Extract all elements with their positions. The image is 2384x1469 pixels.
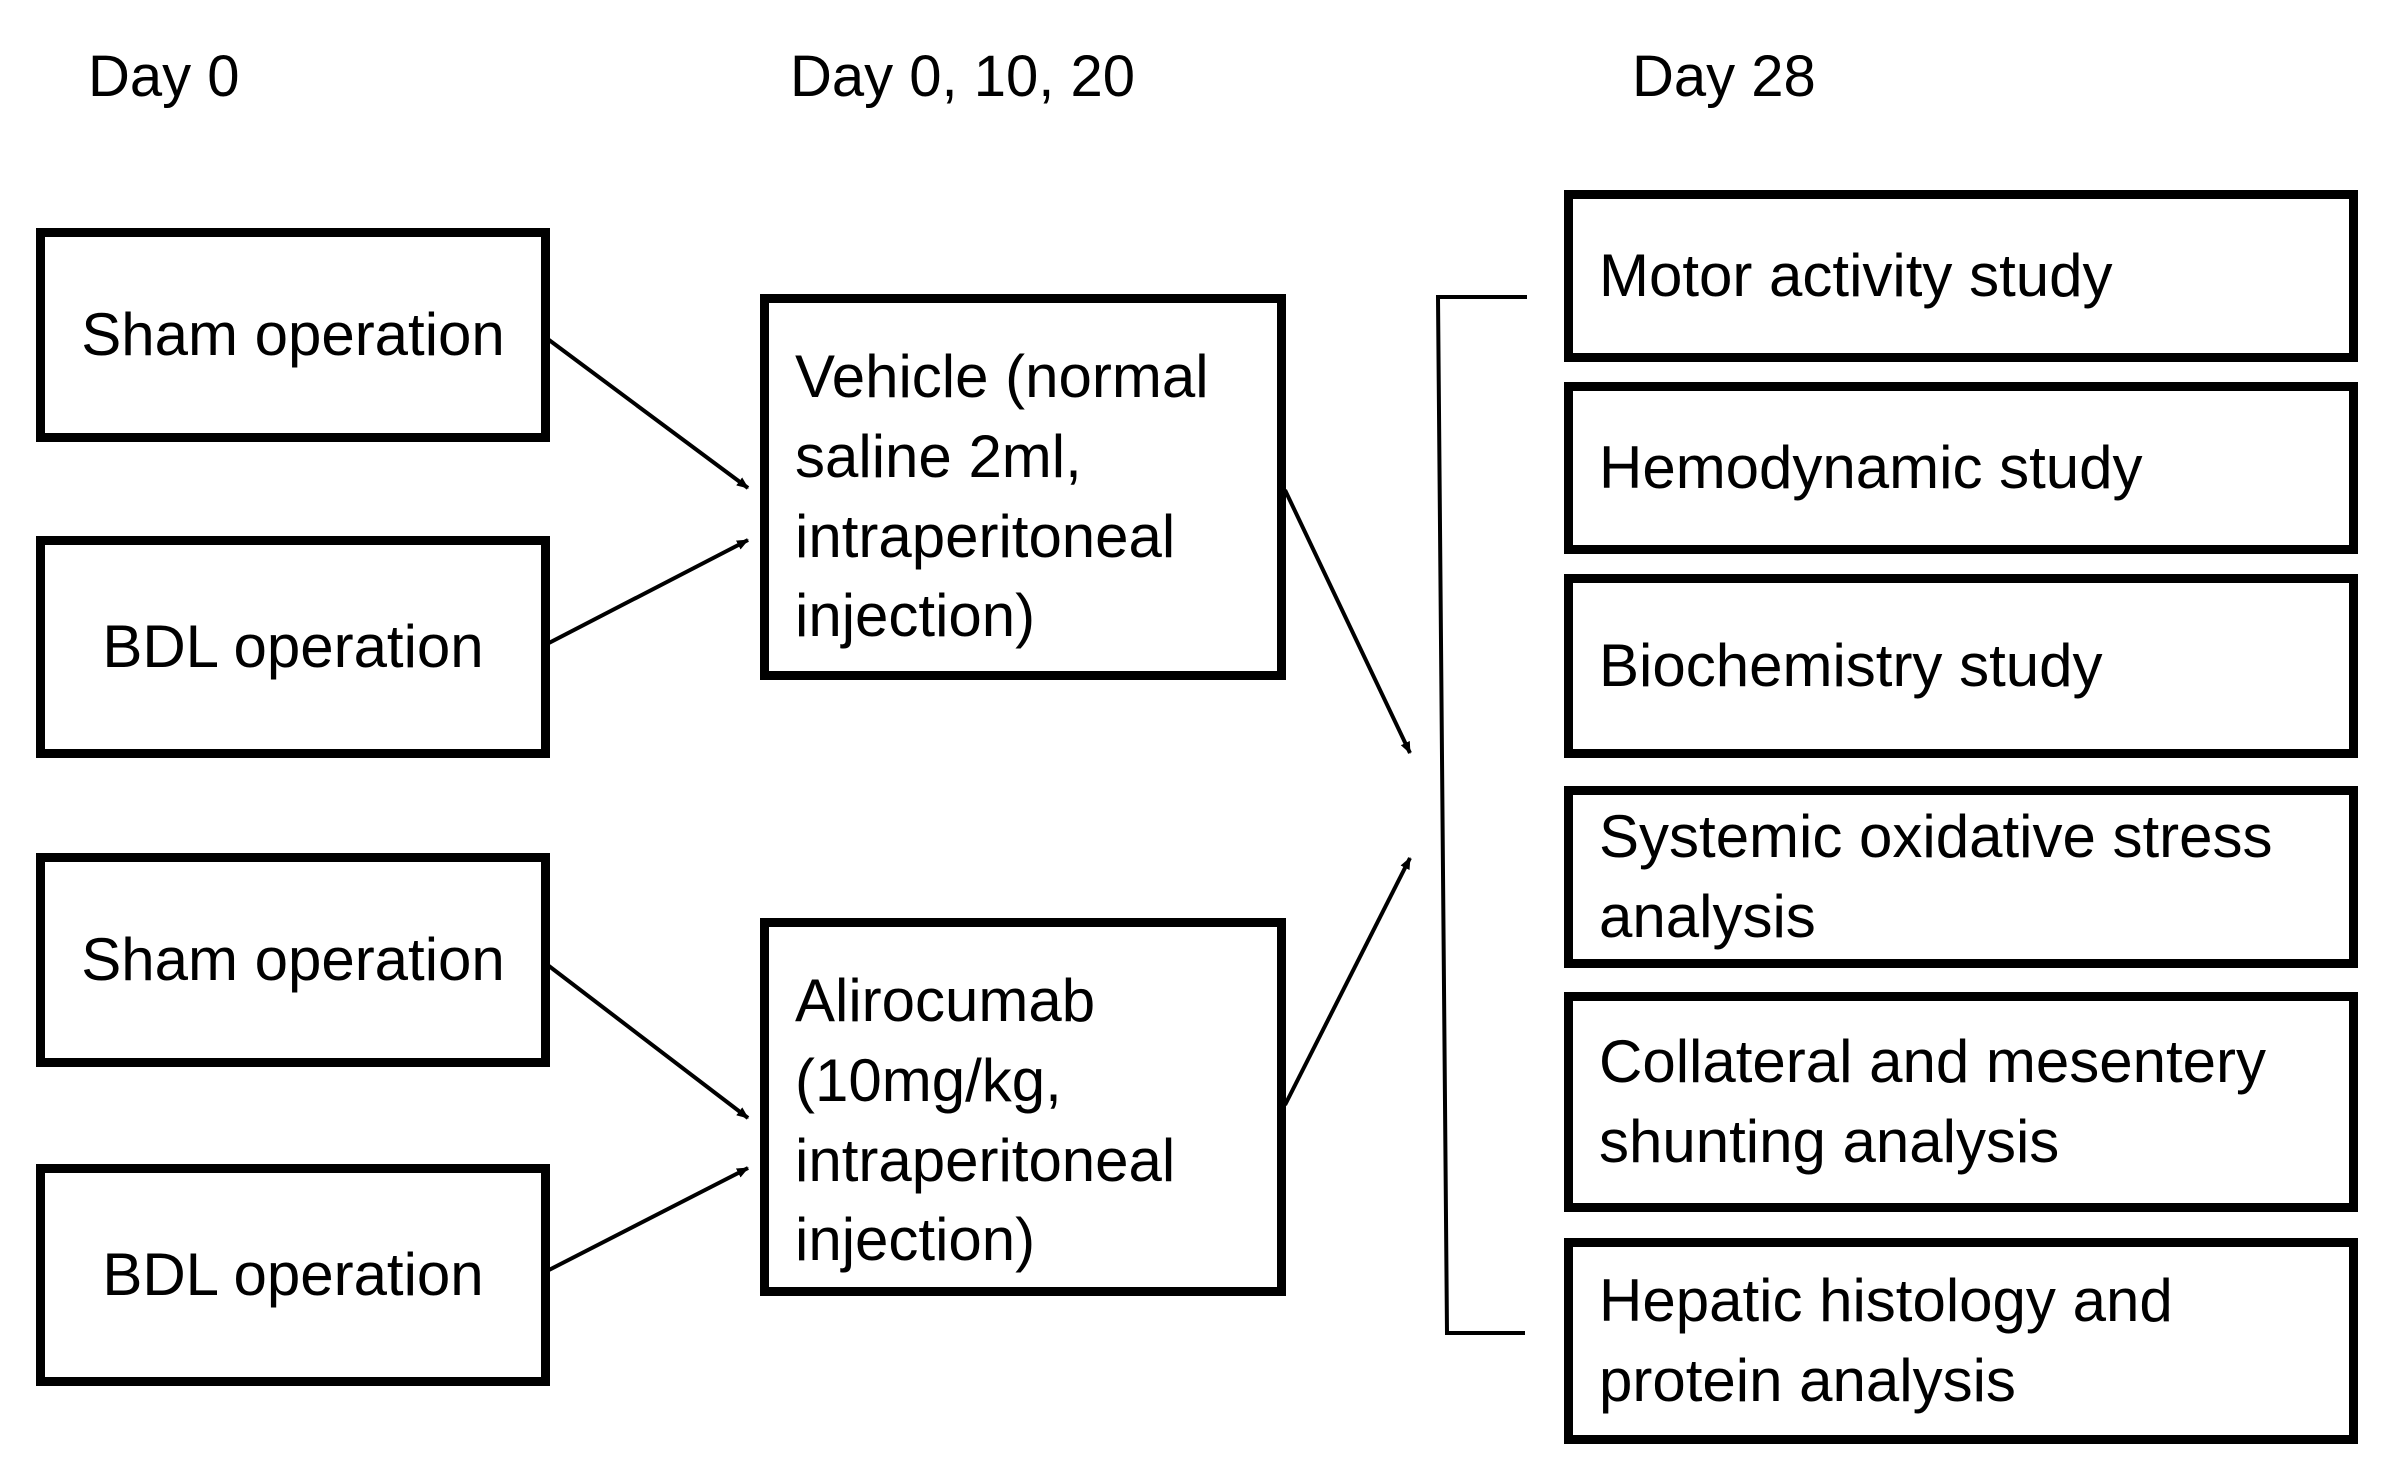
arrow-bdl1-to-vehicle [544, 538, 749, 647]
motor-activity-box: Motor activity study [1564, 190, 2358, 362]
sham-operation-label-2: Sham operation [81, 926, 505, 994]
oxidative-stress-label: Systemic oxidative stress analysis [1599, 803, 2273, 950]
bdl-operation-label-2: BDL operation [102, 1241, 484, 1309]
vehicle-treatment-label: Vehicle (normal saline 2ml, intraperiton… [795, 343, 1209, 650]
alirocumab-treatment-box: Alirocumab (10mg/kg, intraperitoneal inj… [760, 918, 1286, 1296]
collateral-shunting-box: Collateral and mesentery shunting analys… [1564, 992, 2358, 1212]
hepatic-histology-box: Hepatic histology and protein analysis [1564, 1238, 2358, 1444]
hepatic-histology-label: Hepatic histology and protein analysis [1599, 1267, 2173, 1414]
biochemistry-box: Biochemistry study [1564, 574, 2358, 758]
motor-activity-label: Motor activity study [1599, 242, 2113, 310]
arrow-alirocumab-to-analyses [1283, 857, 1412, 1106]
header-day-0: Day 0 [88, 44, 240, 109]
hemodynamic-box: Hemodynamic study [1564, 382, 2358, 554]
sham-operation-box-2: Sham operation [36, 853, 550, 1067]
bdl-operation-label-1: BDL operation [102, 613, 484, 681]
bdl-operation-box-1: BDL operation [36, 536, 550, 758]
sham-operation-label-1: Sham operation [81, 301, 505, 369]
hemodynamic-label: Hemodynamic study [1599, 434, 2143, 502]
collateral-shunting-label: Collateral and mesentery shunting analys… [1599, 1028, 2267, 1175]
alirocumab-treatment-label: Alirocumab (10mg/kg, intraperitoneal inj… [795, 967, 1176, 1274]
arrow-sham2-to-alirocumab [543, 961, 750, 1120]
header-day-28: Day 28 [1632, 44, 1816, 109]
arrow-vehicle-to-analyses [1283, 489, 1412, 754]
sham-operation-box-1: Sham operation [36, 228, 550, 442]
arrow-bdl2-to-alirocumab [544, 1166, 749, 1274]
header-day-0-10-20: Day 0, 10, 20 [790, 44, 1135, 109]
biochemistry-label: Biochemistry study [1599, 632, 2103, 700]
arrow-sham1-to-vehicle [543, 335, 750, 490]
oxidative-stress-box: Systemic oxidative stress analysis [1564, 786, 2358, 968]
analyses-bracket [1435, 295, 1527, 1335]
bdl-operation-box-2: BDL operation [36, 1164, 550, 1386]
vehicle-treatment-box: Vehicle (normal saline 2ml, intraperiton… [760, 294, 1286, 680]
